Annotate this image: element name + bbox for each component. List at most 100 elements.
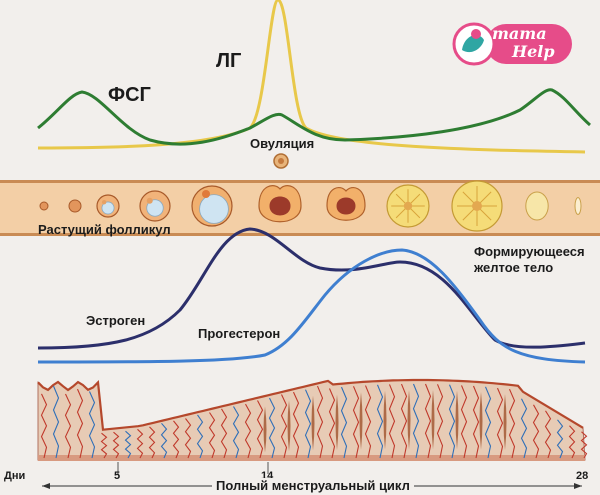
- vessel: [352, 386, 360, 459]
- corpus-luteum-label: Формирующееся желтое тело: [474, 244, 585, 275]
- vessel: [448, 384, 456, 459]
- gland: [455, 390, 459, 450]
- gland: [359, 392, 363, 450]
- vessel: [532, 404, 540, 459]
- estrogen-label: Эстроген: [86, 313, 146, 328]
- vessel: [172, 420, 180, 459]
- vessel: [256, 400, 264, 459]
- vessel: [400, 383, 408, 459]
- follicle-stage-3: [96, 194, 120, 218]
- vessel: [88, 391, 96, 459]
- vessel: [52, 385, 60, 459]
- vessel: [184, 418, 192, 459]
- follicle-stage-6: [258, 185, 302, 223]
- vessel: [124, 430, 132, 459]
- endometrium-fill: [37, 379, 586, 461]
- endometrium-base: [38, 455, 585, 461]
- follicle-stage-1: [39, 201, 49, 211]
- logo-word-2: Help: [512, 42, 555, 61]
- follicle-stage-5: [191, 185, 233, 227]
- vessel: [280, 394, 288, 459]
- vessel: [208, 412, 216, 459]
- vessel: [148, 426, 156, 459]
- logo-word-1: mama: [492, 24, 547, 43]
- ovary-band-top-edge: [0, 180, 600, 183]
- ovulated-egg: [273, 153, 289, 169]
- vessel: [424, 383, 432, 459]
- vessel: [76, 388, 84, 459]
- follicle-stage-4: [139, 190, 171, 222]
- ovary-band-bottom-edge: [0, 233, 600, 236]
- vessel: [484, 386, 492, 459]
- vessel: [508, 388, 516, 459]
- vessel: [304, 389, 312, 459]
- vessel: [340, 386, 348, 459]
- endometrium-edge: [37, 378, 584, 431]
- gland: [287, 400, 291, 452]
- follicle-stage-11: [574, 197, 582, 215]
- gland: [383, 390, 387, 450]
- vessel: [196, 414, 204, 459]
- gland: [479, 392, 483, 450]
- gland: [263, 406, 267, 453]
- vessel: [412, 383, 420, 459]
- vessel: [328, 388, 336, 459]
- vessel: [568, 425, 576, 459]
- vessel: [556, 419, 564, 459]
- vessel: [436, 384, 444, 459]
- vessel: [232, 406, 240, 459]
- follicle-stage-10: [525, 191, 549, 221]
- logo-pill: [486, 24, 572, 64]
- vessel: [40, 393, 48, 459]
- gland: [335, 394, 339, 451]
- mother-icon: [462, 35, 484, 53]
- gland: [431, 390, 435, 450]
- baby-icon: [471, 29, 481, 39]
- vessel: [364, 385, 372, 459]
- vessel: [100, 432, 108, 459]
- follicle-stage-2: [68, 199, 82, 213]
- lh-label: ЛГ: [216, 50, 242, 72]
- vessel: [64, 393, 72, 459]
- vessel: [544, 410, 552, 459]
- follicle-stages: [39, 180, 582, 232]
- vessel: [160, 422, 168, 459]
- vessel: [460, 385, 468, 459]
- vessel: [520, 398, 528, 459]
- vessel: [388, 384, 396, 459]
- vessel: [316, 385, 324, 459]
- cycle-label: Полный менструальный цикл: [212, 478, 414, 493]
- vessel: [112, 431, 120, 459]
- gland: [311, 395, 315, 451]
- mama-help-logo: mama Help: [452, 18, 574, 70]
- lh-curve: [37, 0, 586, 154]
- vessel: [472, 385, 480, 459]
- vessel: [220, 408, 228, 459]
- fsh-curve: [37, 88, 591, 146]
- ovulation-label: Овуляция: [250, 136, 315, 151]
- gland: [407, 390, 411, 450]
- follicle-stage-9: [451, 180, 503, 232]
- day-5-label: 5: [114, 470, 121, 482]
- vessel: [268, 397, 276, 459]
- logo-graphic: [452, 22, 572, 66]
- growing-follicle-label: Растущий фолликул: [38, 222, 171, 237]
- follicle-stage-8: [386, 184, 430, 228]
- axis-arrow-left: [42, 483, 50, 489]
- progesterone-curve: [37, 248, 586, 364]
- gland: [503, 394, 507, 451]
- vessel: [292, 391, 300, 459]
- fsh-label: ФСГ: [108, 84, 151, 106]
- endometrium-layer: [37, 378, 588, 461]
- vessel: [580, 431, 588, 459]
- vessel: [244, 403, 252, 459]
- vessel: [496, 387, 504, 459]
- follicle-stage-7: [326, 187, 366, 221]
- days-label: Дни: [4, 470, 26, 482]
- day-28-label: 28: [576, 470, 589, 482]
- axis-arrow-right: [574, 483, 582, 489]
- vessel: [136, 428, 144, 459]
- progesterone-label: Прогестерон: [198, 326, 281, 341]
